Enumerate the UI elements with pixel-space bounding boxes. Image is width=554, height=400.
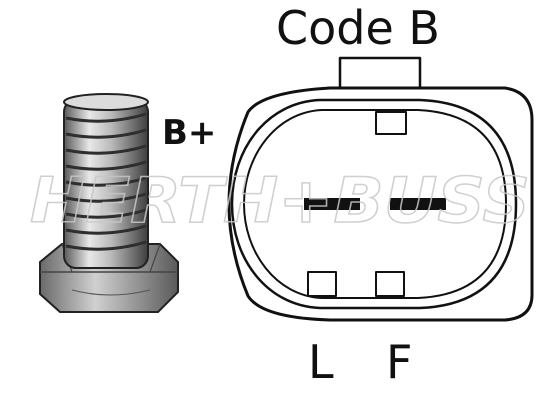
code-notch	[375, 111, 407, 135]
bplus-label: B+	[162, 113, 216, 153]
pin-socket-f	[375, 271, 405, 297]
watermark-text: HERTH+BUSS	[30, 164, 530, 237]
connector-inner-wall-outer	[230, 98, 518, 310]
bplus-bolt-terminal	[39, 93, 179, 313]
plug-connector	[227, 56, 534, 322]
connector-inner-wall-inner	[243, 109, 507, 299]
pin-label-l: L	[308, 335, 334, 389]
code-label: Code B	[276, 1, 440, 55]
bolt-threads	[65, 112, 147, 251]
pin-slot-left	[304, 198, 360, 210]
connector-outer-housing	[227, 86, 534, 322]
pin-label-f: F	[386, 335, 412, 389]
pin-slot-right	[390, 198, 446, 210]
pin-socket-l	[307, 271, 337, 297]
bolt-top	[63, 93, 149, 111]
